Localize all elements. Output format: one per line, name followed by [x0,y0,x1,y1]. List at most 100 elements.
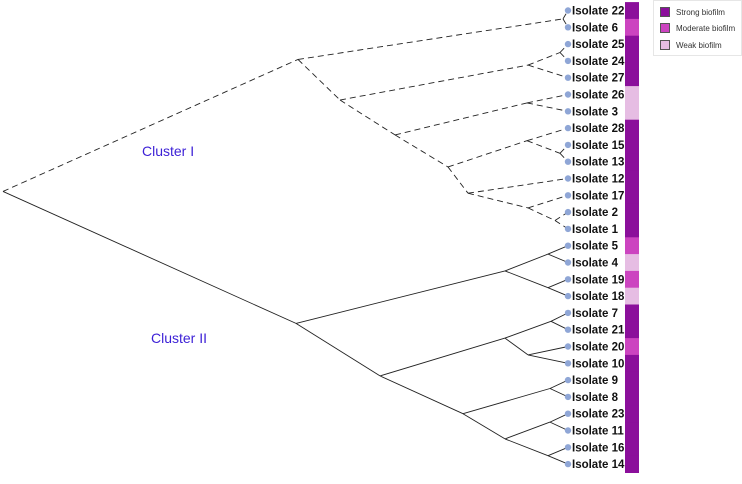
category-cell-strong [625,304,639,322]
tree-branch [559,144,569,154]
tree-branch [504,337,529,356]
tree-branch [462,388,551,415]
leaf-tip-dot [564,393,572,401]
category-cell-strong [625,119,639,137]
leaf-tip-dot [564,427,572,434]
category-cell-strong [625,186,639,205]
leaf-tip-dot [564,208,572,216]
tree-branch [379,337,506,377]
tree-branch [504,270,549,289]
leaf-tip-dot [564,57,572,65]
category-cell-strong [625,2,639,20]
leaf-label: Isolate 3 [572,106,618,118]
leaf-label: Isolate 5 [572,241,619,253]
leaf-tip-dot [564,225,572,233]
tree-branch [547,455,569,465]
tree-branch [394,102,528,136]
leaf-label: Isolate 19 [572,274,624,286]
leaf-tip-dot [564,124,572,132]
category-cell-moderate [625,270,639,289]
tree-branch [2,59,299,192]
category-cell-weak [625,254,639,272]
leaf-tip-dot [564,343,572,350]
category-cell-weak [625,86,639,104]
category-cell-moderate [625,338,639,356]
tree-branch [549,388,569,398]
tree-branch [547,253,569,263]
tree-branch [297,18,564,60]
leaf-tip-dot [564,24,572,31]
leaf-tip-dot [564,309,572,317]
leaf-label: Isolate 18 [572,291,625,303]
leaf-tip-dot [564,259,572,266]
leaf-label: Isolate 17 [572,190,624,202]
category-cell-strong [625,203,639,221]
leaf-tip-dot [564,360,572,367]
leaf-label: Isolate 7 [572,308,618,320]
tree-branch [339,64,529,101]
tree-branch [504,320,552,339]
tree-branch [547,287,569,297]
category-cell-strong [625,354,639,373]
tree-branch [562,18,569,28]
category-cell-strong [625,321,639,339]
tree-branch [549,421,569,431]
leaf-label: Isolate 26 [572,90,624,102]
tree-branch [549,413,569,423]
tree-branch [527,354,569,364]
category-cell-weak [625,287,639,305]
tree-branch [547,245,569,255]
tree-branch [527,207,556,221]
tree-branch [447,166,469,194]
leaf-label: Isolate 4 [572,258,619,270]
tree-branch [547,278,569,289]
category-cell-strong [625,371,639,389]
category-cell-strong [625,153,639,171]
tree-branch [527,194,569,209]
leaf-tip-dot [564,40,572,48]
tree-branch [526,127,569,142]
tree-branch [504,438,549,457]
tree-branch [526,94,569,104]
category-cell-strong [625,422,639,440]
tree-branch [527,346,569,356]
category-cell-weak [625,102,639,121]
category-cell-strong [625,35,639,53]
tree-branch [526,102,569,112]
leaf-tip-dot [564,74,572,81]
category-cell-moderate [625,237,639,255]
leaf-tip-dot [564,292,572,300]
legend-item-weak: Weak biofilm [660,38,722,52]
leaf-label: Isolate 11 [572,426,624,438]
cluster-one-label: Cluster I [142,143,195,159]
legend-label-weak: Weak biofilm [676,40,722,50]
legend-swatch-moderate [660,23,670,33]
category-cell-moderate [625,18,639,37]
leaf-label: Isolate 2 [572,207,618,219]
tree-branch [467,192,529,209]
tree-branch [2,191,297,324]
category-cell-strong [625,170,639,188]
cluster-two-label: Cluster II [151,330,208,346]
tree-branch [462,413,506,440]
leaf-tip-dot [564,7,572,14]
tree-branch [559,152,569,163]
leaf-label: Isolate 15 [572,140,625,152]
leaf-label: Isolate 9 [572,375,618,387]
tree-branch [549,379,569,389]
legend-swatch-weak [660,40,670,50]
tree-branch [504,253,549,272]
tree-branch [379,375,464,415]
tree-branch [295,270,506,324]
leaf-tip-dot [564,158,572,165]
legend-item-strong: Strong biofilm [660,5,725,19]
legend-item-moderate: Moderate biofilm [660,21,735,35]
category-cell-strong [625,455,639,473]
leaf-tip-dot [564,376,572,384]
leaf-label: Isolate 8 [572,392,619,404]
category-cell-strong [625,136,639,154]
leaf-tip-dot [564,460,572,468]
tree-branch [527,52,561,66]
